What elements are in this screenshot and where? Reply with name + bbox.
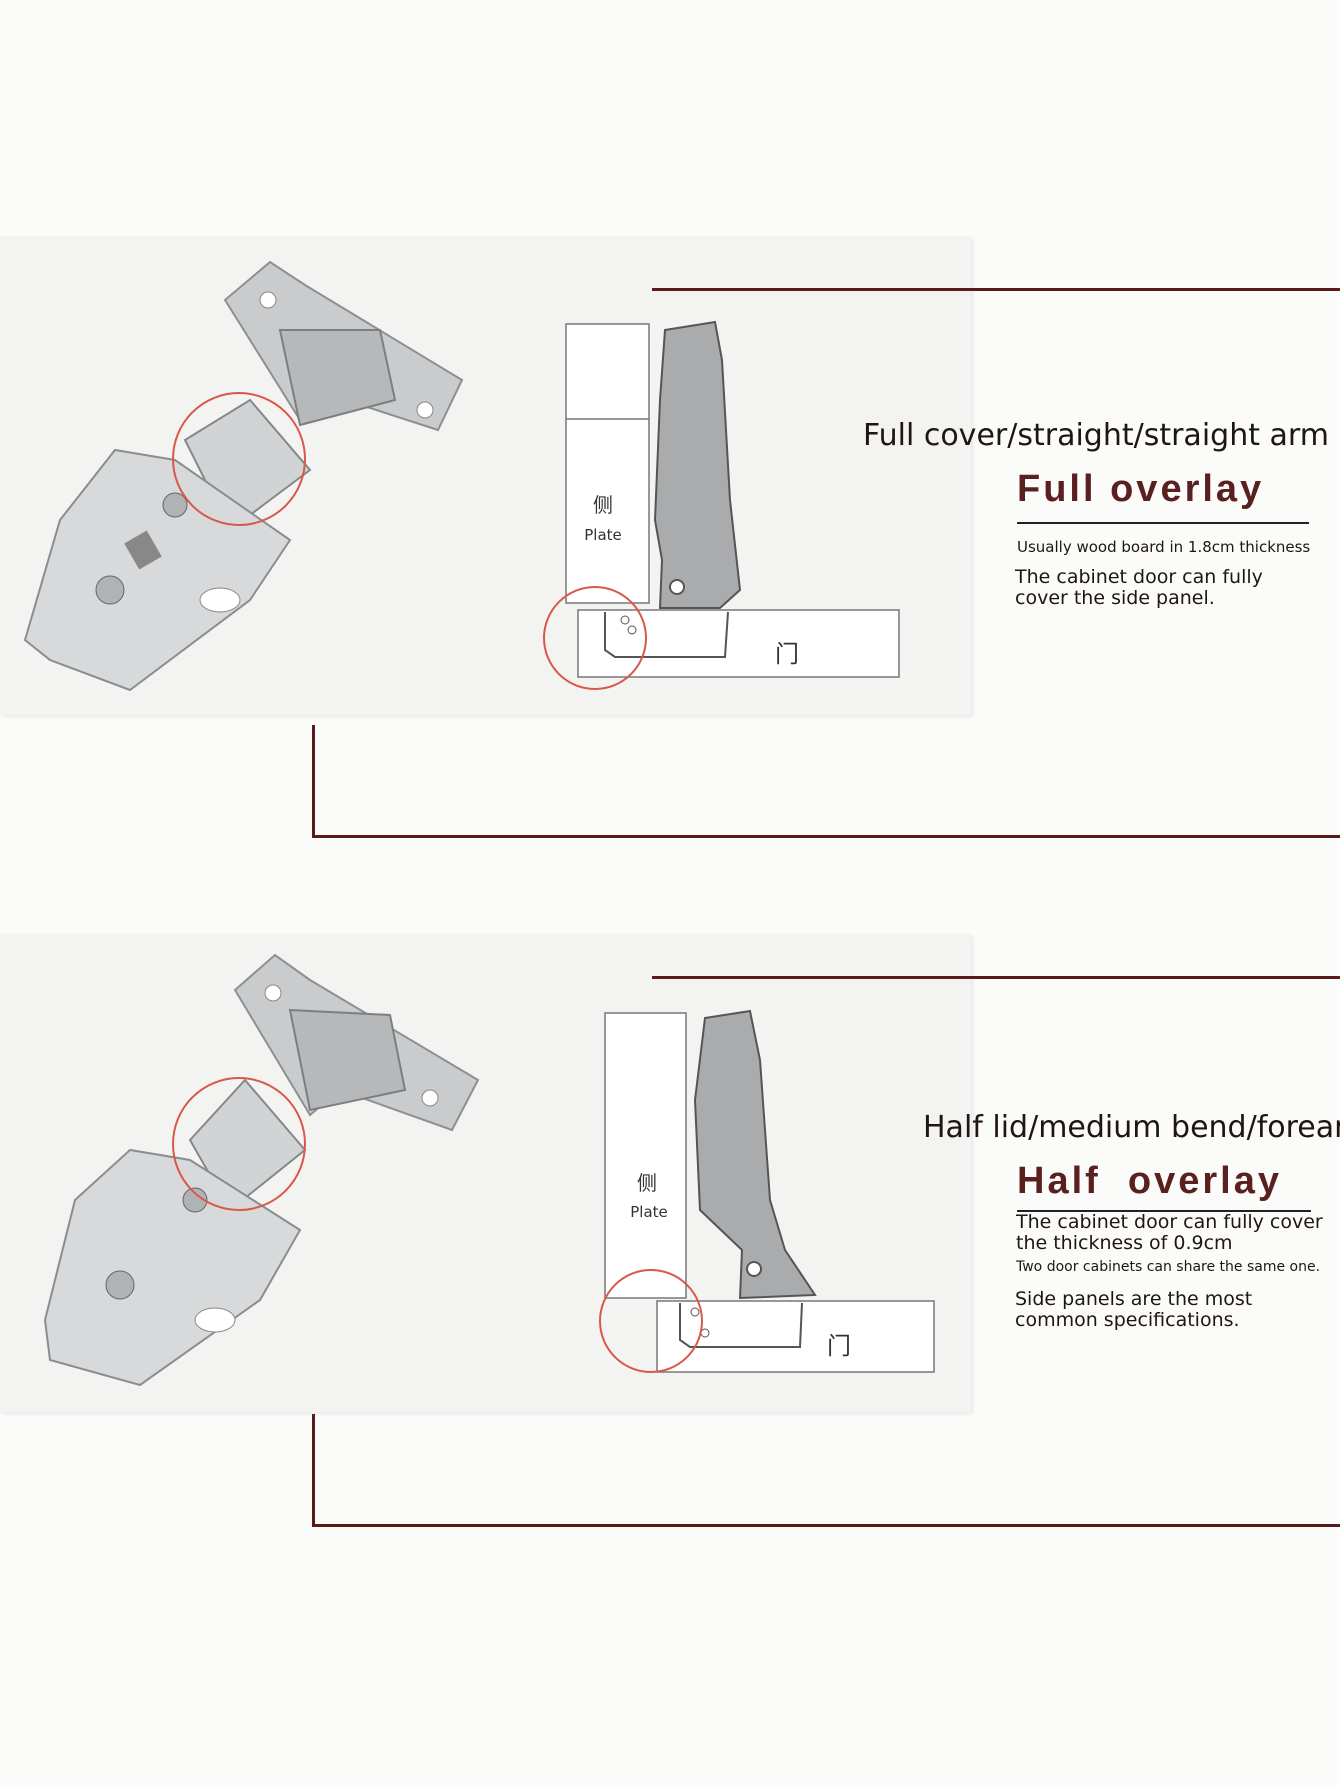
bracket-vertical	[312, 1414, 315, 1527]
diagram-half-overlay: 侧 Plate 门	[599, 1009, 935, 1373]
side-panel-char: 侧	[637, 1171, 657, 1195]
description-line: common specifications.	[1015, 1309, 1240, 1331]
side-panel-char: 侧	[593, 493, 613, 517]
description-line: The cabinet door can fully	[1015, 566, 1263, 588]
highlight-circle	[172, 1077, 306, 1211]
hinge-type-subtitle: Half lid/medium bend/forearm	[923, 1110, 1340, 1145]
plate-label: Plate	[584, 526, 622, 544]
thickness-note: Usually wood board in 1.8cm thickness	[1017, 538, 1311, 556]
title-underline	[1017, 522, 1309, 524]
divider-line	[652, 288, 1340, 291]
hinge-type-subtitle: Full cover/straight/straight arm	[863, 418, 1329, 453]
diagram-full-overlay: 侧 Plate 门	[543, 320, 900, 690]
sharing-note: Two door cabinets can share the same one…	[1016, 1259, 1321, 1275]
bracket-horizontal	[312, 835, 1340, 838]
hinge-photo-half-overlay	[43, 953, 480, 1387]
description-line: cover the side panel.	[1015, 587, 1215, 609]
door-char: 门	[775, 640, 799, 668]
description-line: the thickness of 0.9cm	[1016, 1232, 1233, 1254]
description-line: Side panels are the most	[1015, 1288, 1253, 1310]
highlight-circle	[172, 392, 306, 526]
hinge-photo-full-overlay	[23, 260, 464, 692]
description-line: The cabinet door can fully cover	[1016, 1211, 1323, 1233]
plate-label: Plate	[630, 1203, 668, 1221]
title-underline	[1017, 1210, 1311, 1212]
bracket-horizontal	[312, 1524, 1340, 1527]
bracket-vertical	[312, 725, 315, 838]
door-char: 门	[827, 1332, 851, 1360]
overlay-title: Full overlay	[1017, 468, 1265, 510]
divider-line	[652, 976, 1340, 979]
overlay-title: Half overlay	[1017, 1160, 1282, 1202]
